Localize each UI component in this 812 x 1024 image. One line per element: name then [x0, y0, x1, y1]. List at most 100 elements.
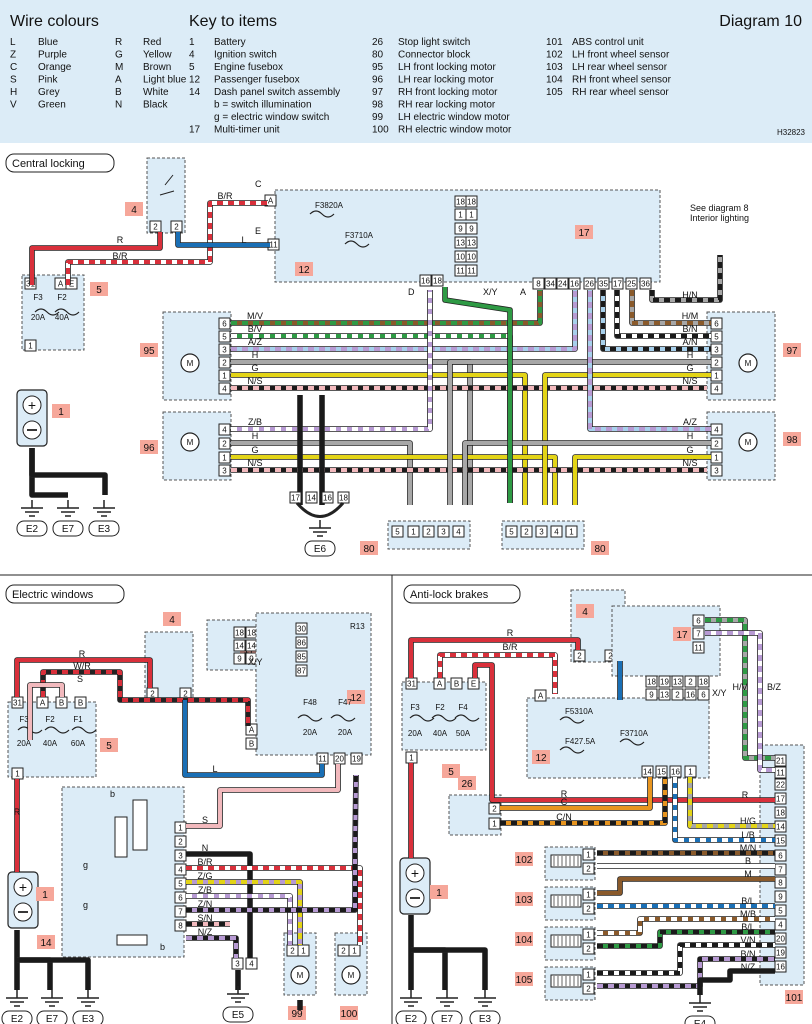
cl-fuse-f3: [34, 308, 60, 316]
key-text: RH front wheel sensor: [572, 75, 672, 86]
key-num: 101: [546, 37, 563, 48]
abs-conn-a-label: A: [538, 692, 544, 701]
pin-label: 9: [469, 225, 474, 234]
abs-pin-label: 2: [492, 805, 497, 814]
ew-wire-br-tracer: [186, 866, 362, 945]
section-central-locking-frame: [5, 153, 115, 173]
pin-label: B: [78, 699, 83, 708]
pin-label: 85: [297, 653, 306, 662]
abs-wire-label: R: [742, 790, 749, 800]
cl-earth-e7-text: E7: [62, 524, 75, 535]
cl-pin-label: 1: [28, 342, 33, 351]
wire-name: Black: [143, 100, 168, 111]
cl-wire-label: Z/B: [248, 417, 262, 427]
pin-label: 4: [222, 426, 227, 435]
cl-wire-hn-tracer: [650, 255, 722, 302]
key-text: LH rear wheel sensor: [572, 62, 668, 73]
pin-label: 18: [647, 678, 656, 687]
abs-item-101-label: 101: [786, 993, 803, 1004]
pin: [658, 675, 671, 688]
abs-item-103-label: 103: [516, 895, 533, 906]
ew-fuse-f1: [71, 726, 97, 734]
abs-pin: [582, 888, 595, 901]
pin: [625, 277, 638, 290]
pin-label: 18: [247, 629, 256, 638]
ew-pin-label: 2: [183, 690, 188, 699]
cl-wire-an-tracer: [601, 290, 711, 351]
ew-wire-zg-tracer: [186, 880, 302, 945]
pin-label: 87: [297, 667, 306, 676]
cl-wire-l: [176, 232, 270, 247]
pin-label: 1: [411, 528, 416, 537]
abs-wire-lb: [673, 777, 775, 842]
cl-item-80a-label: 80: [363, 544, 375, 555]
ew-wire-n: [186, 852, 252, 958]
cl-conn: A: [520, 287, 526, 297]
cl-fuse-f3820a-label: F3820A: [315, 201, 344, 210]
pin: [597, 277, 610, 290]
ew-pin-label: A: [249, 726, 255, 735]
pin: [295, 650, 308, 663]
pin: [520, 525, 533, 538]
cl-wire-h4-outline: [462, 440, 711, 505]
cl-wire-label: M/V: [247, 311, 263, 321]
pin-label: 3: [222, 346, 227, 355]
pin: [550, 525, 563, 538]
ew-fuse-rating: 20A: [303, 728, 318, 737]
cl-wire-g4: [573, 455, 711, 505]
pin: [658, 688, 671, 701]
ew-fuse-f47: [330, 714, 356, 722]
pin: [465, 264, 478, 277]
ew-wire-label: S/N: [197, 913, 212, 923]
ew-pin-label: 2: [290, 947, 295, 956]
pin: [692, 627, 705, 640]
abs-wire-m-outline: [597, 876, 775, 896]
ew-b-label: b: [110, 789, 115, 799]
abs-earth-e2-tag: [395, 1010, 427, 1024]
key-text: LH electric window motor: [398, 112, 510, 123]
cl-fuse-name: F3: [33, 293, 43, 302]
pin-label: 10: [456, 253, 465, 262]
abs-engine-fusebox: [401, 681, 487, 751]
cl-item-12-badge: [295, 262, 313, 276]
pin: [697, 675, 710, 688]
wire-name: Green: [38, 100, 66, 111]
pin-label: 25: [627, 280, 636, 289]
pin-label: 13: [673, 678, 682, 687]
pin-label: 4: [456, 528, 461, 537]
wire-name: Yellow: [143, 50, 172, 61]
ew-item-100-label: 100: [341, 1009, 358, 1020]
pin-label: 15: [657, 768, 666, 777]
ew-item-12-label: 12: [350, 693, 362, 704]
pin: [684, 675, 697, 688]
ew-relay-label: R13: [350, 622, 365, 631]
abs-pin-11-label: 11: [776, 769, 785, 778]
cl-motor-95-m-m: M: [187, 359, 194, 368]
cl-item-96-label: 96: [143, 443, 155, 454]
cl-wire-label: H: [687, 431, 694, 441]
abs-pin-5-label: 5: [778, 907, 783, 916]
ew-wire-label: Z/G: [198, 871, 213, 881]
cl-wire-az-outline: [231, 290, 578, 352]
pin-label: 14: [643, 768, 652, 777]
abs-pin-label: 2: [608, 652, 613, 661]
cl-wire-mv-tracer: [231, 290, 542, 325]
pin: [465, 236, 478, 249]
cl-earth-e3-text: E3: [98, 524, 111, 535]
key-num: 5: [189, 62, 195, 73]
ew-earth-e3-tag: [72, 1010, 104, 1024]
cl-earth-e3-tag: [88, 520, 120, 537]
cl-pin-label: 2: [153, 223, 158, 232]
ew-fuse: F2: [45, 715, 55, 724]
abs-wire-label: B/Z: [767, 682, 782, 692]
pin-label: 6: [178, 894, 183, 903]
cl-wire-h1-outline: [231, 359, 473, 505]
key-text: RH rear locking motor: [398, 100, 496, 111]
pin-label: 11: [694, 644, 703, 653]
pin: [233, 626, 246, 639]
pin-label: 13: [456, 239, 465, 248]
cl-note: See diagram 8: [690, 203, 749, 213]
pin: [645, 688, 658, 701]
pin-label: 3: [441, 528, 446, 537]
pin: [218, 369, 231, 382]
